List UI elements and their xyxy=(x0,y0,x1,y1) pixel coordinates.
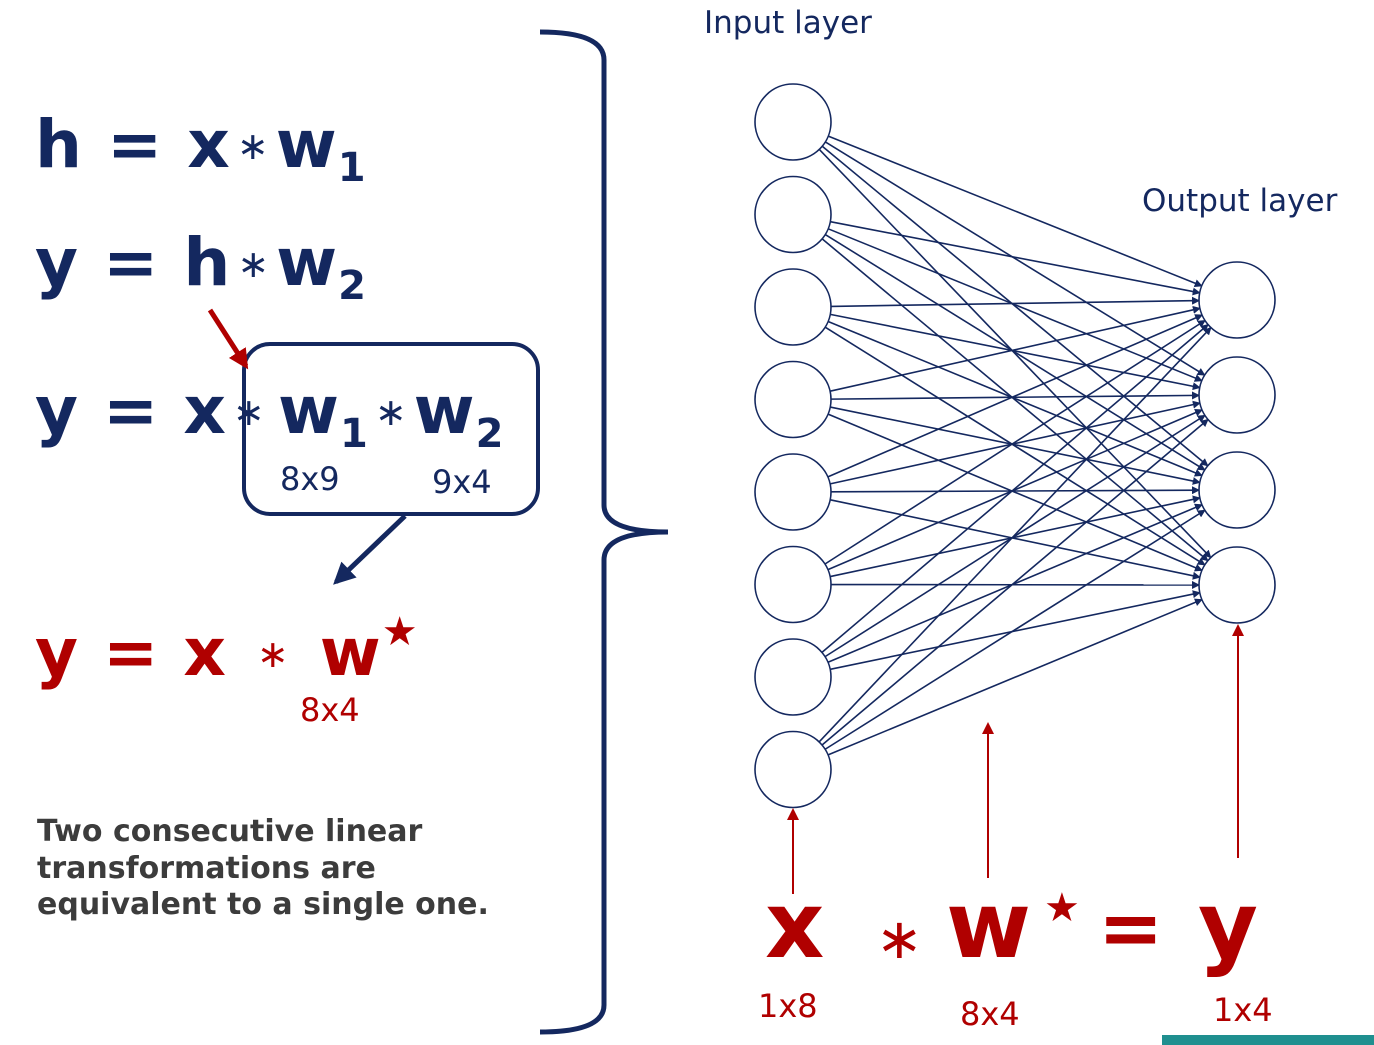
edge-2-1 xyxy=(830,313,1201,391)
edge-4-2 xyxy=(830,486,1201,495)
star-icon: ★ xyxy=(381,609,419,655)
edge-2-2 xyxy=(827,320,1203,477)
eq2-lhs: y xyxy=(35,224,80,301)
substitution-arrow xyxy=(207,308,249,370)
equation-h: h = x∗w1 xyxy=(35,112,367,189)
eq2-h: h xyxy=(183,224,232,301)
eq4-w: w xyxy=(319,614,382,691)
simplification-arrow xyxy=(333,514,407,585)
eq2-subscript: 2 xyxy=(338,263,367,309)
equation-y-wstar: y = x ∗ w★ xyxy=(35,612,419,686)
input-node-0 xyxy=(754,83,832,161)
bottom-operator: ∗ xyxy=(876,907,923,972)
eq3-x: x xyxy=(183,372,227,449)
input-node-6 xyxy=(754,638,832,716)
input-node-2 xyxy=(754,268,832,346)
edge-4-1 xyxy=(829,400,1201,485)
eq4-equals: = xyxy=(103,614,160,691)
eq1-subscript: 1 xyxy=(337,145,367,191)
dim-wstar: 8x4 xyxy=(300,691,360,729)
edge-2-3 xyxy=(824,326,1206,566)
input-node-1 xyxy=(754,175,832,254)
bottom-x: x xyxy=(765,872,825,979)
network-nodes xyxy=(754,83,1276,809)
input-layer-label: Input layer xyxy=(704,5,872,41)
edge-5-0 xyxy=(824,319,1206,565)
eq1-w: w xyxy=(275,106,338,183)
weight-product-box xyxy=(242,342,540,516)
bottom-equals: = xyxy=(1098,884,1164,974)
eq1-x: x xyxy=(187,106,231,183)
edge-6-1 xyxy=(824,414,1206,658)
edge-7-0 xyxy=(818,326,1212,743)
edge-0-1 xyxy=(824,141,1206,376)
edge-3-3 xyxy=(827,413,1203,572)
input-node-7 xyxy=(754,730,832,809)
eq4-x: x xyxy=(183,614,227,691)
input-node-3 xyxy=(754,360,832,439)
edge-4-3 xyxy=(830,499,1201,580)
curly-brace xyxy=(539,29,669,1035)
eq1-equals: = xyxy=(106,106,164,183)
edge-1-3 xyxy=(821,238,1209,562)
dim-x: 1x8 xyxy=(758,987,818,1025)
edge-1-2 xyxy=(824,233,1206,471)
edge-7-1 xyxy=(821,418,1209,746)
dim-y: 1x4 xyxy=(1213,991,1273,1029)
eq4-lhs: y xyxy=(35,614,80,691)
eq3-subscript-1: 1 xyxy=(339,411,369,457)
network-edges xyxy=(818,135,1212,756)
equation-y-h: y = h∗w2 xyxy=(35,230,367,307)
edge-4-0 xyxy=(827,314,1204,478)
edge-1-1 xyxy=(827,228,1203,382)
eq4-operator: ∗ xyxy=(256,632,290,676)
accent-bar xyxy=(1162,1035,1374,1045)
output-node-1 xyxy=(1198,356,1276,434)
eq3-operator-2: ∗ xyxy=(374,390,408,434)
edge-0-2 xyxy=(821,145,1209,467)
eq3-equals: = xyxy=(103,372,160,449)
output-node-3 xyxy=(1198,546,1276,624)
edge-7-3 xyxy=(827,598,1203,756)
edge-0-3 xyxy=(818,148,1212,559)
edge-6-0 xyxy=(821,323,1209,654)
eq3-w2: w xyxy=(413,372,476,449)
weight-product: w1∗w2 xyxy=(278,378,505,455)
input-node-4 xyxy=(754,453,832,531)
edge-6-2 xyxy=(827,503,1203,663)
bottom-y: y xyxy=(1198,872,1258,979)
eq2-w: w xyxy=(276,224,339,301)
output-node-2 xyxy=(1198,451,1276,529)
input-node-5 xyxy=(754,545,832,624)
equation-y-combined: y = x∗ xyxy=(35,378,272,444)
star-icon: ★ xyxy=(1044,885,1080,931)
dim-w2: 9x4 xyxy=(432,463,492,501)
edge-7-2 xyxy=(824,509,1206,750)
output-node-0 xyxy=(1198,261,1276,339)
edge-2-0 xyxy=(830,296,1201,308)
eq3-lhs: y xyxy=(35,372,80,449)
edge-3-0 xyxy=(829,305,1201,392)
edge-3-1 xyxy=(830,391,1201,400)
edge-0-0 xyxy=(827,135,1203,287)
eq3-subscript-2: 2 xyxy=(475,411,505,457)
edge-5-2 xyxy=(830,495,1201,578)
bottom-w: w xyxy=(946,872,1031,979)
edge-3-2 xyxy=(830,406,1201,485)
edge-6-3 xyxy=(830,590,1201,671)
explanation-note: Two consecutive linear transformations a… xyxy=(37,814,489,923)
eq3-w1: w xyxy=(278,372,340,449)
eq3-operator: ∗ xyxy=(232,390,266,434)
dim-w: 8x4 xyxy=(960,995,1020,1033)
eq2-equals: = xyxy=(103,224,160,301)
dim-w1: 8x9 xyxy=(280,460,340,498)
edge-1-0 xyxy=(830,220,1201,296)
eq1-lhs: h xyxy=(35,106,83,183)
eq2-operator: ∗ xyxy=(237,242,271,286)
edge-5-1 xyxy=(827,408,1203,571)
eq1-operator: ∗ xyxy=(236,124,270,168)
output-layer-label: Output layer xyxy=(1142,183,1338,219)
